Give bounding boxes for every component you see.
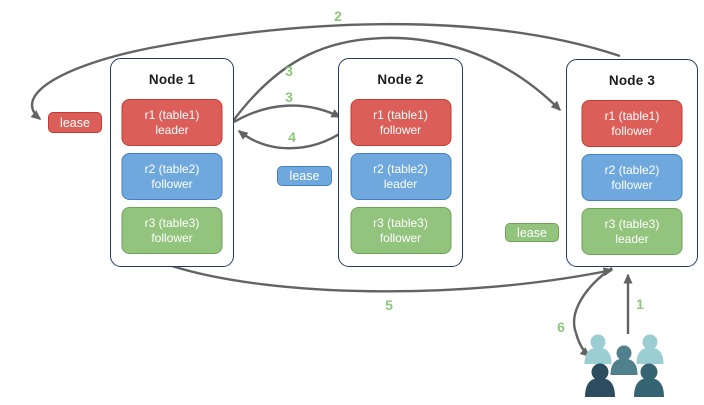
- arrow-step-4: [237, 130, 345, 150]
- replica-label: r2 (table2): [604, 163, 660, 177]
- node-3-replica-r1: r1 (table1) follower: [581, 100, 683, 147]
- users-icon: [584, 334, 664, 397]
- step-label-5: 5: [385, 297, 393, 313]
- node-3-replica-r3: r3 (table3) leader: [581, 208, 683, 255]
- arrow-step-6: [572, 267, 613, 357]
- node-2-replica-r2: r2 (table2) leader: [350, 153, 451, 200]
- node-1: Node 1 r1 (table1) leader r2 (table2) fo…: [110, 58, 234, 267]
- replica-label: r1 (table1): [144, 108, 200, 122]
- node-1-title: Node 1: [148, 72, 196, 87]
- arrow-step-3-lower: [233, 104, 342, 124]
- node-3-title: Node 3: [608, 73, 656, 88]
- step-label-6: 6: [557, 319, 565, 335]
- replica-role: leader: [155, 122, 189, 137]
- lease-label: lease: [517, 225, 547, 240]
- replica-role: leader: [615, 231, 649, 246]
- replica-role: follower: [611, 123, 653, 138]
- replica-label: r1 (table1): [373, 108, 428, 122]
- lease-label: lease: [60, 115, 90, 130]
- node-2-replica-r1: r1 (table1) follower: [350, 99, 451, 146]
- replica-role: follower: [379, 230, 422, 245]
- replica-label: r2 (table2): [373, 162, 428, 176]
- node-1-replica-r3: r3 (table3) follower: [121, 207, 223, 254]
- step-label-3-lower: 3: [285, 89, 293, 105]
- replica-role: follower: [151, 176, 193, 191]
- lease-badge-r3: lease: [505, 223, 559, 242]
- replica-label: r3 (table3): [144, 216, 200, 230]
- node-1-replica-r2: r2 (table2) follower: [121, 153, 223, 200]
- replica-label: r1 (table1): [604, 109, 660, 123]
- node-2-title: Node 2: [377, 72, 424, 87]
- step-label-4: 4: [288, 129, 296, 145]
- arrow-step-2: [30, 22, 621, 120]
- replica-label: r3 (table3): [373, 216, 428, 230]
- replica-role: leader: [383, 176, 418, 191]
- step-label-1: 1: [636, 296, 644, 312]
- node-1-replica-r1: r1 (table1) leader: [121, 99, 223, 146]
- replica-role: follower: [611, 177, 653, 192]
- step-label-3-upper: 3: [285, 63, 293, 79]
- lease-label: lease: [289, 169, 320, 183]
- node-3-replica-r2: r2 (table2) follower: [581, 154, 683, 201]
- step-label-2: 2: [334, 8, 342, 24]
- replica-label: r2 (table2): [144, 162, 200, 176]
- node-3: Node 3 r1 (table1) follower r2 (table2) …: [566, 59, 698, 267]
- lease-badge-r2: lease: [277, 166, 332, 186]
- replica-label: r3 (table3): [604, 217, 660, 231]
- arrow-step-3-upper: [232, 36, 562, 122]
- arrow-step-5: [171, 264, 614, 293]
- node-2-replica-r3: r3 (table3) follower: [350, 207, 451, 254]
- node-2: Node 2 r1 (table1) follower r2 (table2) …: [338, 58, 463, 267]
- replica-role: follower: [379, 122, 422, 137]
- lease-badge-r1: lease: [48, 112, 102, 133]
- replica-role: follower: [151, 230, 193, 245]
